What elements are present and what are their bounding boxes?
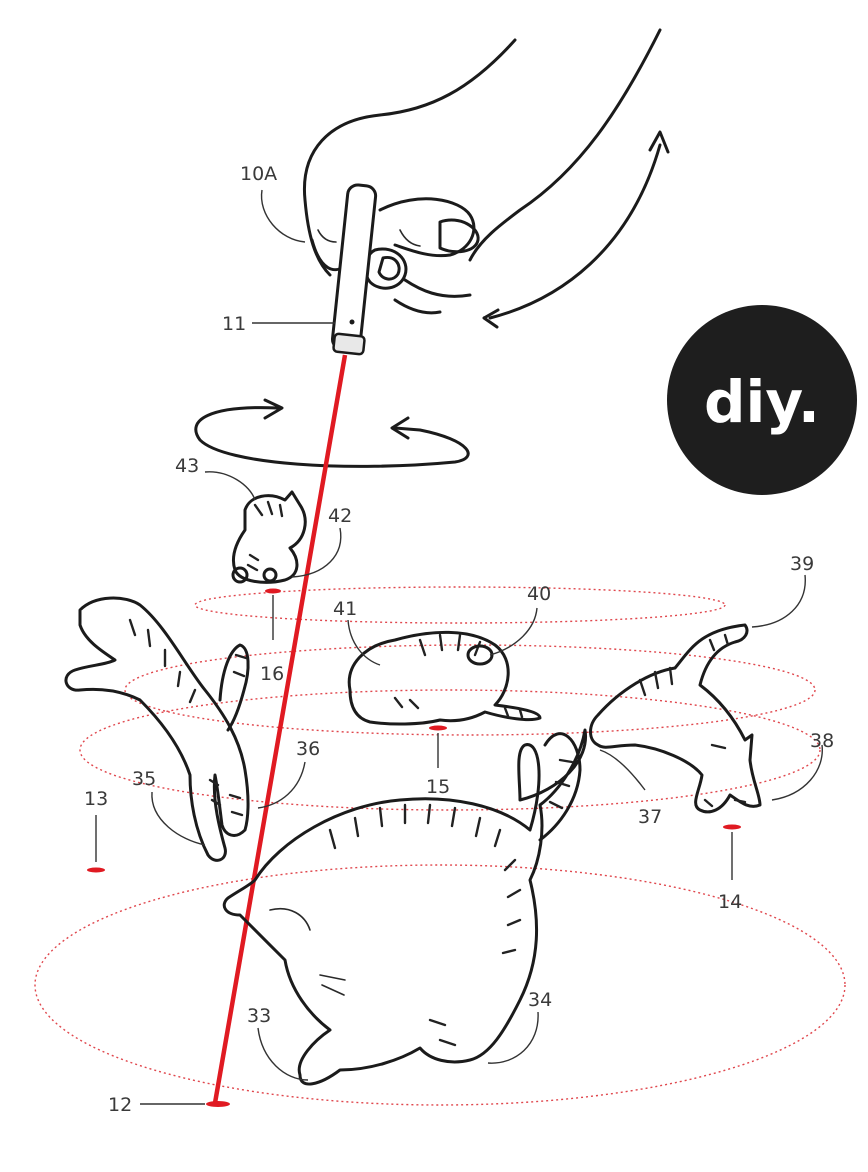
rotation-arrow-icon (194, 398, 470, 468)
label-spot-14: 14 (718, 891, 742, 913)
hand-holding-pointer-icon (302, 28, 662, 356)
diy-badge: diy. (667, 305, 857, 495)
reference-labels: 10A 11 12 13 14 15 16 33 34 35 36 37 38 … (84, 163, 834, 1116)
label-39: 39 (790, 553, 814, 575)
label-34: 34 (528, 989, 552, 1011)
laser-pointer-body (330, 183, 378, 352)
motion-arrow-icon (482, 130, 670, 329)
laser-spot-16 (265, 588, 281, 594)
orbit-upper-mid (124, 644, 816, 736)
label-41: 41 (333, 598, 357, 620)
label-33: 33 (247, 1005, 271, 1027)
label-42: 42 (328, 505, 352, 527)
label-38: 38 (810, 730, 834, 752)
cat-lying (347, 630, 542, 726)
label-spot-15: 15 (426, 776, 450, 798)
laser-beam (212, 354, 348, 1104)
label-spot-13: 13 (84, 788, 108, 810)
laser-pointer-tip (332, 332, 366, 356)
orbit-upper (194, 586, 726, 624)
cat-small-sitting (231, 490, 307, 584)
laser-spot-15 (429, 725, 447, 731)
orbit-lower (34, 864, 846, 1106)
label-37: 37 (638, 806, 662, 828)
cat-jumping (64, 596, 250, 862)
label-43: 43 (175, 455, 199, 477)
laser-spot-orbits (34, 586, 846, 1106)
laser-spot-12 (206, 1101, 230, 1107)
label-spot-16: 16 (260, 663, 284, 685)
laser-spots (87, 588, 741, 1107)
label-40: 40 (527, 583, 551, 605)
orbit-middle (79, 689, 821, 811)
label-pointer: 10A (240, 163, 277, 185)
badge-text: diy. (704, 368, 820, 436)
laser-spot-13 (87, 867, 105, 873)
cat-crouching (589, 623, 762, 814)
cat-main-pouncing (222, 728, 588, 1086)
leader-lines (95, 189, 823, 1105)
label-36: 36 (296, 738, 320, 760)
label-spot-12: 12 (108, 1094, 132, 1116)
label-35: 35 (132, 768, 156, 790)
label-pointer-tip: 11 (222, 313, 246, 335)
laser-spot-14 (723, 824, 741, 830)
